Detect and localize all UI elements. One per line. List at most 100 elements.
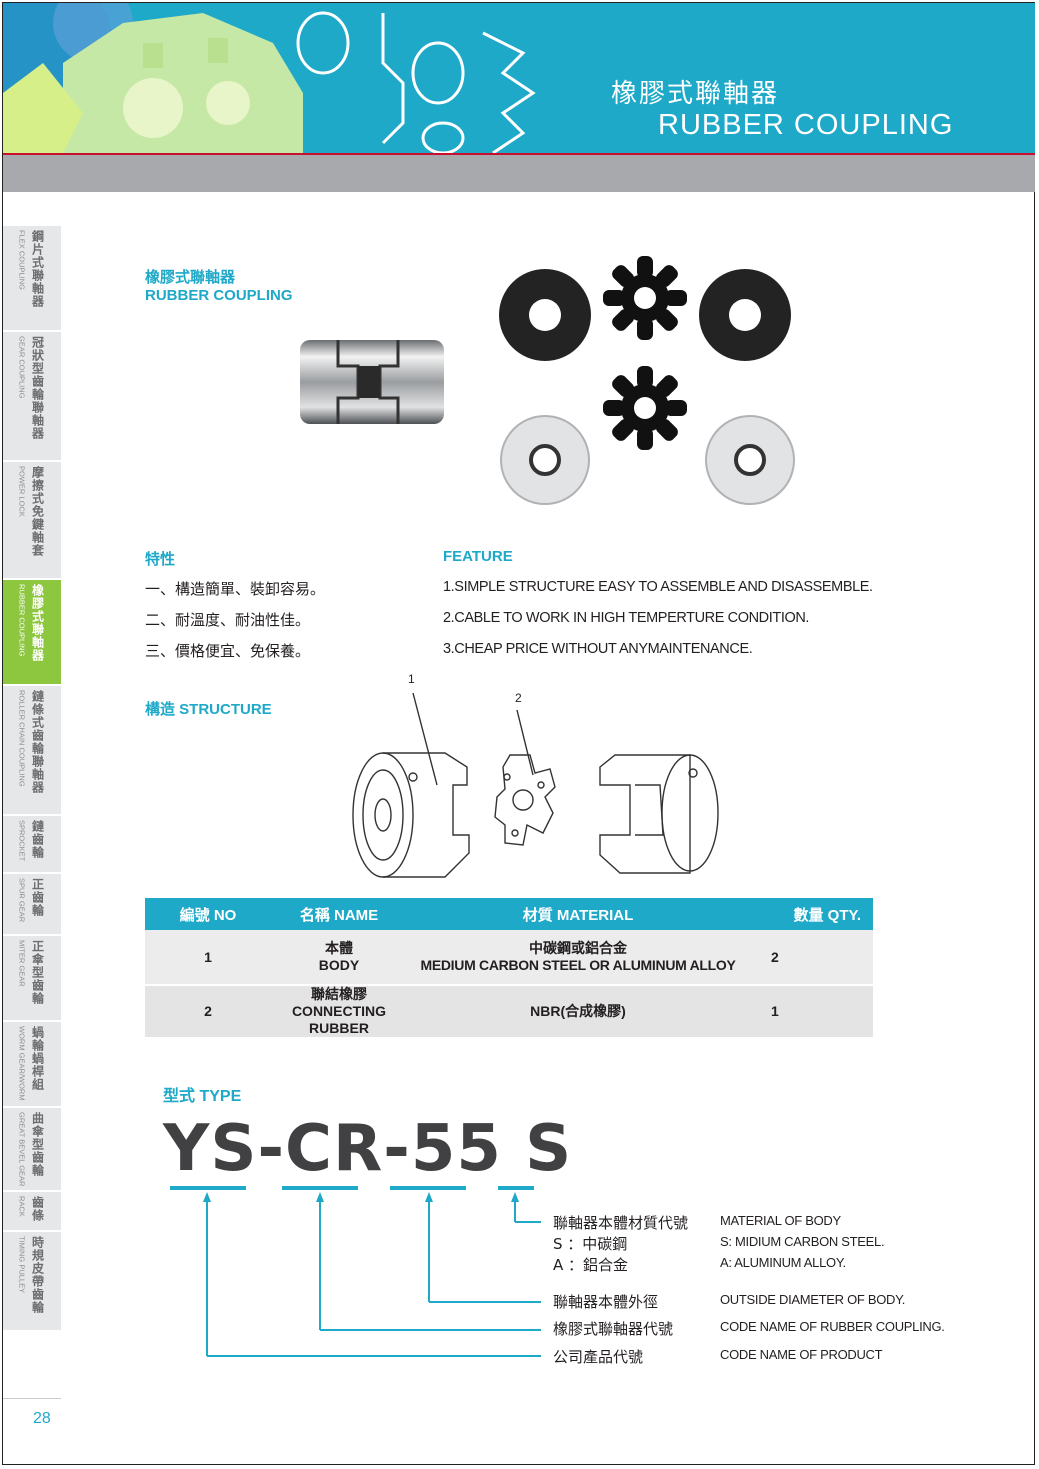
type-leader-lines	[203, 1192, 541, 1357]
cell-material: 中碳鋼或鋁合金 MEDIUM CARBON STEEL OR ALUMINUM …	[407, 930, 749, 985]
features-heading-cn: 特性	[145, 551, 176, 568]
feature-cn-2: 二、耐溫度、耐油性佳。	[145, 612, 311, 629]
label-material-en: MATERIAL OF BODY	[720, 1213, 841, 1228]
table-row: 2 聯結橡膠 CONNECTING RUBBER NBR(合成橡膠) 1	[145, 984, 873, 1037]
side-tab-en: ROLLER CHAIN COUPLING	[17, 690, 27, 787]
side-tab-roller-chain-coupling[interactable]: 鏈條式齒輪聯軸器 ROLLER CHAIN COUPLING	[3, 686, 61, 816]
table-header-row: 編號 NO 名稱 NAME 材質 MATERIAL 數量 QTY.	[145, 898, 873, 930]
side-tab-en: GREAT BEVEL GEAR	[17, 1112, 27, 1187]
components-image	[499, 256, 795, 505]
cell-name: 聯結橡膠 CONNECTING RUBBER	[271, 984, 407, 1037]
type-underline-ys	[170, 1186, 246, 1190]
cell-name: 本體 BODY	[271, 930, 407, 985]
side-tab-cn: 蝸輪蝸桿組	[30, 1026, 45, 1091]
side-tab-rack[interactable]: 齒條 RACK	[3, 1192, 61, 1232]
product-heading-en: RUBBER COUPLING	[145, 287, 293, 304]
side-tab-timing-pulley[interactable]: 時規皮帶齒輪 TIMING PULLEY	[3, 1232, 61, 1332]
side-tab-bevel-gear[interactable]: 曲傘型齒輪 GREAT BEVEL GEAR	[3, 1108, 61, 1192]
side-tab-en: GEAR COUPLING	[17, 336, 27, 399]
label-coupling-en: CODE NAME OF RUBBER COUPLING.	[720, 1319, 945, 1334]
side-tab-en: SPROCKET	[17, 820, 27, 862]
side-tab-sprocket[interactable]: 鏈齒輪 SPROCKET	[3, 816, 61, 874]
side-tab-cn: 鏈齒輪	[30, 820, 45, 859]
side-tab-rubber-coupling[interactable]: 橡膠式聯軸器 RUBBER COUPLING	[3, 580, 61, 686]
footer-rule	[3, 1398, 61, 1399]
label-material-s-en: S: MIDIUM CARBON STEEL.	[720, 1234, 885, 1249]
structure-drawing	[352, 692, 719, 878]
title-chinese: 橡膠式聯軸器	[611, 79, 780, 109]
cell-material: NBR(合成橡膠)	[407, 984, 749, 1037]
cell-name-en: CONNECTING RUBBER	[291, 1003, 387, 1036]
label-diameter-en: OUTSIDE DIAMETER OF BODY.	[720, 1292, 906, 1307]
type-underline-cr	[282, 1186, 358, 1190]
gear-artwork	[3, 3, 536, 153]
side-tab-spur-gear[interactable]: 正齒輪 SPUR GEAR	[3, 874, 61, 936]
cell-no: 1	[145, 930, 271, 985]
feature-en-2: 2.CABLE TO WORK IN HIGH TEMPERTURE CONDI…	[443, 610, 810, 626]
product-heading-cn: 橡膠式聯軸器	[145, 269, 236, 286]
side-tab-en: RUBBER COUPLING	[17, 584, 27, 657]
side-tab-cn: 正齒輪	[30, 878, 45, 917]
callout-1: 1	[408, 672, 415, 686]
label-product-en: CODE NAME OF PRODUCT	[720, 1347, 883, 1362]
type-underline-55	[390, 1186, 466, 1190]
label-material-a-en: A: ALUMINUM ALLOY.	[720, 1255, 846, 1270]
cell-name-cn: 聯結橡膠	[311, 986, 367, 1002]
label-material-cn: 聯軸器本體材質代號	[553, 1214, 689, 1232]
feature-en-1: 1.SIMPLE STRUCTURE EASY TO ASSEMBLE AND …	[443, 579, 873, 595]
side-tab-cn: 齒條	[30, 1196, 45, 1222]
side-tab-en: WORM GEAR/WORM	[17, 1026, 27, 1101]
label-product-cn: 公司產品代號	[553, 1348, 644, 1366]
table-row: 1 本體 BODY 中碳鋼或鋁合金 MEDIUM CARBON STEEL OR…	[145, 930, 873, 985]
side-tab-cn: 冠狀型齒輪聯軸器	[30, 336, 45, 440]
label-material-s-cn: S ：中碳鋼	[553, 1235, 628, 1253]
type-code: YS-CR-55 S	[163, 1112, 573, 1186]
side-tab-gear-coupling[interactable]: 冠狀型齒輪聯軸器 GEAR COUPLING	[3, 332, 61, 462]
side-tab-en: TIMING PULLEY	[17, 1236, 27, 1294]
side-tab-en: MITER GEAR	[17, 940, 27, 987]
type-heading: 型式 TYPE	[163, 1088, 242, 1105]
side-tab-miter-gear[interactable]: 正傘型齒輪 MITER GEAR	[3, 936, 61, 1022]
side-tab-cn: 鋼片式聯軸器	[30, 230, 45, 308]
side-tab-cn: 摩擦式免鍵軸套	[30, 466, 45, 557]
side-tab-en: SPUR GEAR	[17, 878, 27, 923]
side-tab-en: POWER LOCK	[17, 466, 27, 517]
cell-name-cn: 本體	[325, 940, 353, 956]
cell-qty: 1	[749, 984, 873, 1037]
label-diameter-cn: 聯軸器本體外徑	[553, 1293, 659, 1311]
cell-material-cn: 中碳鋼或鋁合金	[529, 940, 627, 956]
col-header-material: 材質 MATERIAL	[407, 898, 749, 930]
side-tab-power-lock[interactable]: 摩擦式免鍵軸套 POWER LOCK	[3, 462, 61, 580]
side-tab-en: RACK	[17, 1196, 27, 1217]
col-header-qty: 數量 QTY.	[749, 898, 873, 930]
cell-qty: 2	[749, 930, 873, 985]
feature-cn-1: 一、構造簡單、裝卸容易。	[145, 581, 326, 598]
side-tab-cn: 曲傘型齒輪	[30, 1112, 45, 1177]
features-heading-en: FEATURE	[443, 548, 513, 565]
banner-red-rule	[3, 153, 1035, 155]
banner-grey-band	[3, 155, 1035, 192]
callout-2: 2	[515, 691, 522, 705]
col-header-name: 名稱 NAME	[271, 898, 407, 930]
side-tab-flex-coupling[interactable]: 鋼片式聯軸器 FLEX COUPLING	[3, 226, 61, 332]
assembled-coupling-image	[300, 340, 444, 424]
side-tab-worm-gear[interactable]: 蝸輪蝸桿組 WORM GEAR/WORM	[3, 1022, 61, 1108]
feature-en-3: 3.CHEAP PRICE WITHOUT ANYMAINTENANCE.	[443, 641, 753, 657]
type-underline-s	[498, 1186, 534, 1190]
side-tab-cn: 正傘型齒輪	[30, 940, 45, 1005]
col-header-no: 編號 NO	[145, 898, 271, 930]
side-tab-cn: 鏈條式齒輪聯軸器	[30, 690, 45, 794]
label-material-a-cn: A ：鋁合金	[553, 1256, 629, 1274]
side-tab-cn: 時規皮帶齒輪	[30, 1236, 45, 1314]
side-nav: 鋼片式聯軸器 FLEX COUPLING 冠狀型齒輪聯軸器 GEAR COUPL…	[3, 226, 61, 1332]
structure-heading: 構造 STRUCTURE	[145, 701, 272, 718]
label-coupling-cn: 橡膠式聯軸器代號	[553, 1320, 674, 1338]
side-tab-en: FLEX COUPLING	[17, 230, 27, 291]
side-tab-cn: 橡膠式聯軸器	[30, 584, 45, 662]
cell-material-en: MEDIUM CARBON STEEL OR ALUMINUM ALLOY	[420, 957, 736, 973]
cell-no: 2	[145, 984, 271, 1037]
page-number: 28	[33, 1410, 51, 1427]
title-english: RUBBER COUPLING	[658, 109, 954, 141]
header-banner: 橡膠式聯軸器 RUBBER COUPLING	[3, 3, 1035, 153]
